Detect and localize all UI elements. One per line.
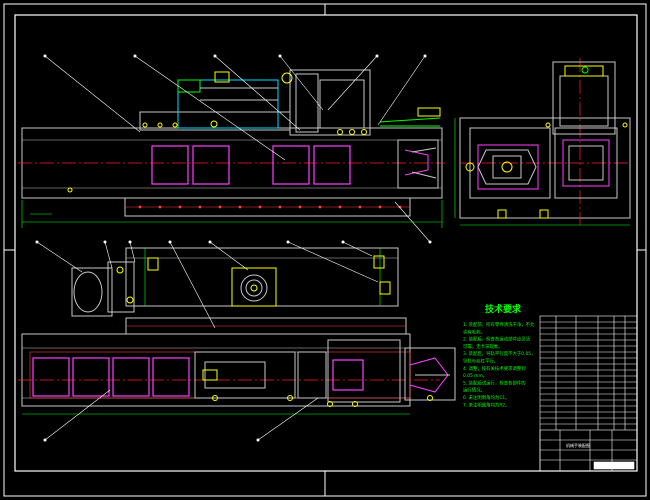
top-upper-body — [125, 247, 399, 307]
window — [313, 145, 351, 185]
left-motor — [71, 267, 113, 317]
cylinder-body — [177, 79, 279, 129]
note-line: 可靠，无卡滞现象。 — [463, 343, 503, 350]
notes-title: 技术要求 — [485, 303, 522, 315]
front-view — [18, 54, 445, 244]
top-cylinder — [204, 361, 266, 389]
side-motor-box — [554, 127, 618, 199]
inner-frame — [14, 14, 638, 472]
note-line: 4. 调整，按有关技术要求调整到 — [463, 365, 526, 372]
note-line: 3. 装配后，导轨平行度不大于0.05， — [463, 350, 535, 357]
outer-border — [3, 3, 647, 497]
window — [72, 357, 110, 397]
window — [151, 145, 189, 185]
motor-housing — [289, 69, 371, 136]
side-upper-housing — [552, 61, 616, 135]
side-base-frame — [459, 117, 631, 219]
note-line: 运行情况。 — [463, 387, 485, 394]
note-line: 0.05 mm。 — [463, 373, 487, 379]
top-view — [18, 240, 456, 442]
note-line: 5. 装配后试运行，检查各部件的 — [463, 379, 526, 386]
note-line: 6. 未注明倒角均为C1。 — [463, 394, 510, 401]
note-line: 许有毛刺。 — [463, 328, 485, 335]
technical-notes: 技术要求 1. 装配前，所有零件清洗干净，不允 许有毛刺。2. 装配后，检查各运… — [463, 303, 535, 408]
bearing-block — [231, 267, 277, 307]
note-line: 2. 装配后，检查各运动部件应灵活 — [463, 336, 531, 343]
window — [272, 145, 310, 185]
title-block — [539, 315, 638, 472]
note-line: 7. 未注明圆角均为R2。 — [463, 401, 510, 408]
window — [32, 357, 70, 397]
note-line: 1. 装配前，所有零件清洗干净，不允 — [463, 321, 535, 328]
side-view — [454, 58, 631, 226]
window — [112, 357, 150, 397]
title-block-caption: 机械手装配图 — [566, 442, 590, 448]
window — [332, 359, 364, 391]
window — [152, 357, 190, 397]
window — [192, 145, 230, 185]
note-line: 导轨与丝杠平行。 — [463, 358, 498, 365]
